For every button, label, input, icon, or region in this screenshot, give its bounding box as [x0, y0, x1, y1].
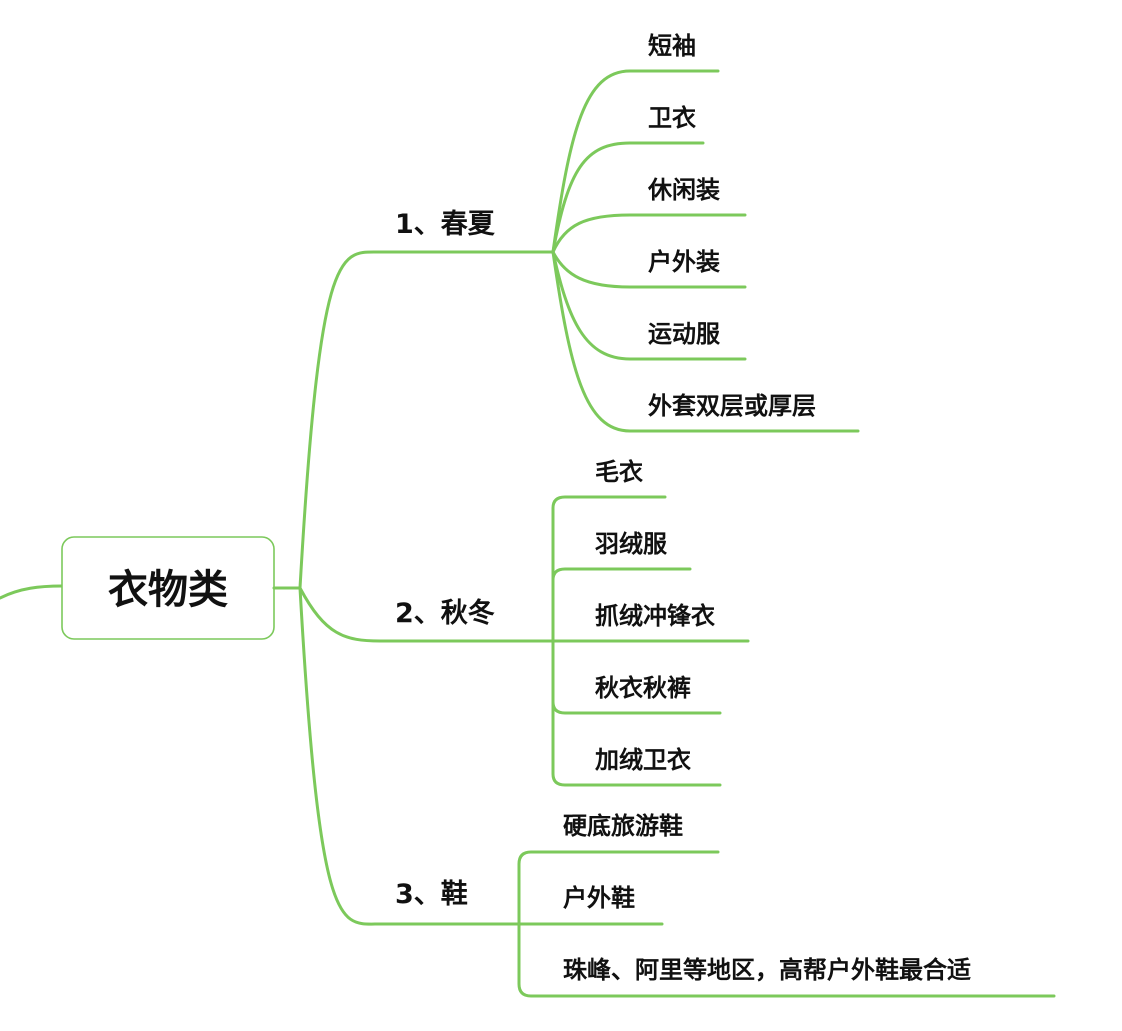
leaf-2-4[interactable]: 秋衣秋裤 — [595, 674, 691, 702]
leaf-1-4[interactable]: 户外装 — [648, 248, 720, 276]
leaf-2-3[interactable]: 抓绒冲锋衣 — [595, 602, 715, 630]
leaf-1-3[interactable]: 休闲装 — [647, 176, 720, 204]
connector-branch-2 — [298, 586, 555, 643]
bracket-branch-2 — [551, 495, 667, 643]
connector-leaf-1-3 — [551, 213, 747, 254]
leaf-2-1[interactable]: 毛衣 — [595, 458, 643, 486]
leaf-2-5[interactable]: 加绒卫衣 — [595, 746, 691, 774]
incoming-connector — [0, 584, 64, 600]
root-node[interactable]: 衣物类 — [61, 536, 275, 640]
leaf-1-5[interactable]: 运动服 — [648, 320, 721, 348]
branch-label-3[interactable]: 3、鞋 — [395, 879, 468, 910]
leaf-1-2[interactable]: 卫衣 — [648, 104, 696, 132]
connector-leaf-1-2 — [551, 141, 705, 254]
bracket-branch-2-lower — [551, 639, 722, 787]
connector-leaf-1-6 — [551, 250, 860, 433]
leaf-3-1[interactable]: 硬底旅游鞋 — [563, 812, 683, 840]
leaf-3-2[interactable]: 户外鞋 — [563, 884, 635, 912]
leaf-1-6[interactable]: 外套双层或厚层 — [648, 392, 816, 420]
leaf-3-3[interactable]: 珠峰、阿里等地区，高帮户外鞋最合适 — [563, 956, 971, 984]
branch-label-1[interactable]: 1、春夏 — [395, 209, 496, 240]
leaf-1-1[interactable]: 短袖 — [648, 32, 696, 60]
connector-branch-1 — [298, 250, 555, 590]
connector-leaf-1-4 — [551, 250, 747, 289]
bracket-branch-3 — [517, 850, 720, 926]
branch-label-2[interactable]: 2、秋冬 — [395, 597, 495, 629]
leaf-2-2[interactable]: 羽绒服 — [595, 530, 668, 558]
connector-branch-3 — [298, 586, 521, 926]
connector-leaf-2-2 — [551, 567, 692, 582]
bracket-branch-3-lower — [517, 922, 1056, 998]
connector-leaf-1-1 — [551, 69, 720, 254]
root-label: 衣物类 — [108, 567, 228, 613]
connector-leaf-2-4 — [551, 700, 722, 715]
connector-leaf-1-5 — [551, 250, 747, 361]
